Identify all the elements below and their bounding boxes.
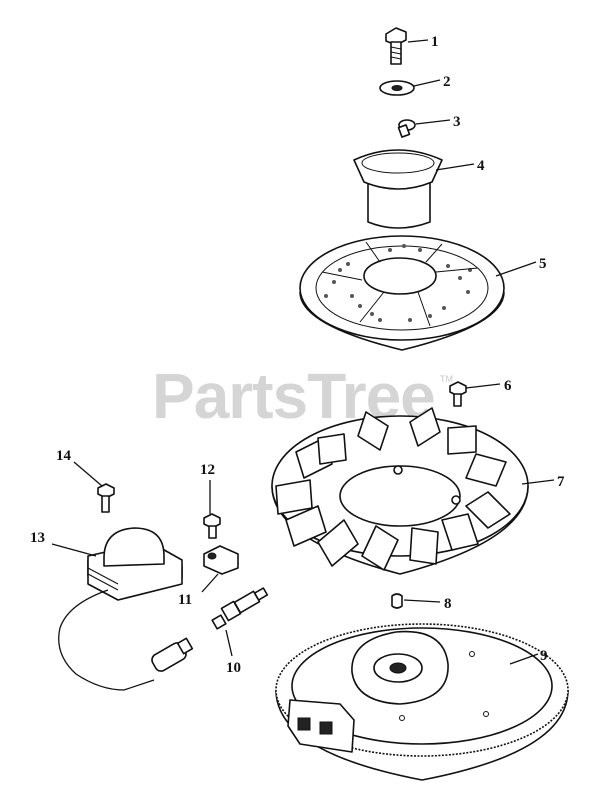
part-9-flywheel[interactable] xyxy=(275,623,569,781)
callout-2: 2 xyxy=(443,74,451,90)
leader-lines xyxy=(51,39,555,665)
callout-1: 1 xyxy=(431,34,439,50)
callout-12: 12 xyxy=(200,462,215,478)
callout-13: 13 xyxy=(30,530,45,546)
part-3-screw[interactable] xyxy=(397,119,416,138)
part-8-key[interactable] xyxy=(391,593,403,609)
callout-14: 14 xyxy=(56,448,72,464)
callout-4: 4 xyxy=(477,158,485,174)
part-6-bolt[interactable] xyxy=(449,381,467,407)
callout-9: 9 xyxy=(540,648,548,664)
part-12-screw[interactable] xyxy=(203,513,221,539)
part-7-fan[interactable] xyxy=(271,407,529,575)
part-13-ignition-coil[interactable] xyxy=(58,527,194,691)
part-4-cup[interactable] xyxy=(353,149,443,229)
part-11-clip[interactable] xyxy=(203,545,239,575)
callout-11: 11 xyxy=(178,592,192,608)
part-2-washer[interactable] xyxy=(379,80,415,96)
callout-3: 3 xyxy=(453,114,461,130)
callout-5: 5 xyxy=(539,256,547,272)
callout-8: 8 xyxy=(444,596,452,612)
watermark-trademark: TM xyxy=(440,374,453,384)
callout-10: 10 xyxy=(226,660,241,676)
part-10-spark-plug[interactable] xyxy=(211,587,269,630)
part-5-screen-disc[interactable] xyxy=(299,235,505,351)
callout-6: 6 xyxy=(504,378,512,394)
callout-7: 7 xyxy=(557,474,565,490)
part-14-bolt[interactable] xyxy=(97,483,115,513)
part-1-bolt[interactable] xyxy=(385,27,407,65)
